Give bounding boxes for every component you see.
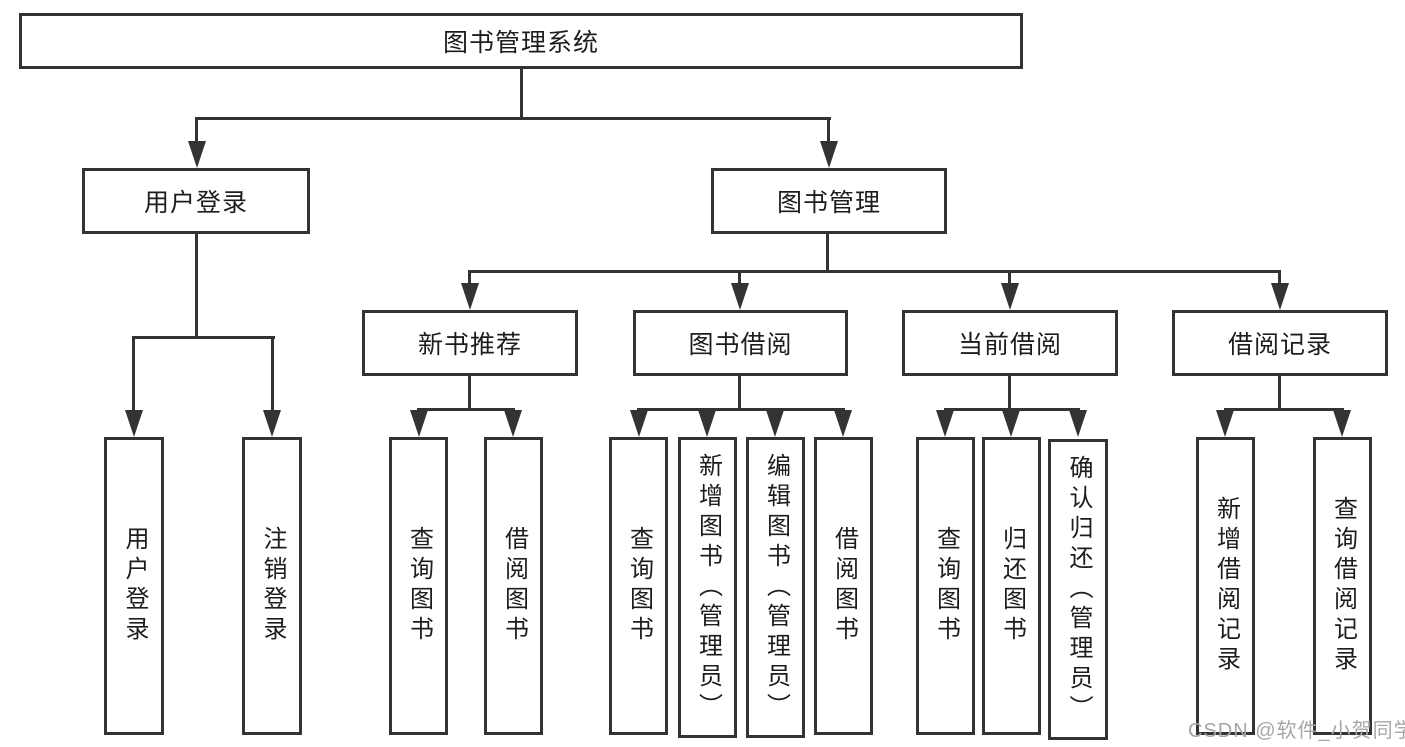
arrowhead-g5c1 bbox=[1216, 410, 1234, 437]
line-arrow-shaft-new-books bbox=[468, 270, 471, 286]
arrowhead-g3c2 bbox=[698, 410, 716, 437]
line-arrow-shaft-logout-leaf bbox=[271, 336, 274, 412]
arrowhead-g3c4 bbox=[834, 410, 852, 437]
arrowhead-new-books bbox=[461, 283, 479, 310]
leaf-current-return: 归还图书 bbox=[982, 437, 1041, 735]
arrowhead-g4c2 bbox=[1002, 410, 1020, 437]
line-arrow-shaft-borrow-records bbox=[1278, 270, 1281, 286]
node-current-borrow: 当前借阅 bbox=[902, 310, 1118, 376]
leaf-logout: 注销登录 bbox=[242, 437, 302, 735]
arrowhead-logout-leaf bbox=[263, 410, 281, 437]
line-arrow-shaft-book-borrow bbox=[738, 270, 741, 286]
line-book-mgmt-stub bbox=[826, 234, 829, 272]
node-new-books: 新书推荐 bbox=[362, 310, 578, 376]
arrowhead-g4c1 bbox=[936, 410, 954, 437]
line-book-borrow-stub bbox=[738, 376, 741, 410]
leaf-current-query: 查询图书 bbox=[916, 437, 975, 735]
arrowhead-g4c3 bbox=[1069, 410, 1087, 437]
arrowhead-g2c2 bbox=[504, 410, 522, 437]
line-new-books-stub bbox=[468, 376, 471, 410]
leaf-current-confirm-admin: 确认归还（管理员） bbox=[1048, 439, 1108, 740]
leaf-borrow-add-admin: 新增图书（管理员） bbox=[678, 437, 737, 738]
arrowhead-book-borrow bbox=[731, 283, 749, 310]
line-user-login-branch bbox=[133, 336, 275, 339]
node-root: 图书管理系统 bbox=[19, 13, 1023, 69]
line-book-borrow-branch bbox=[637, 408, 845, 411]
line-book-mgmt-branch bbox=[468, 270, 1281, 273]
node-book-mgmt: 图书管理 bbox=[711, 168, 947, 234]
line-borrow-records-stub bbox=[1278, 376, 1281, 410]
arrowhead-login-leaf bbox=[125, 410, 143, 437]
node-book-borrow: 图书借阅 bbox=[633, 310, 848, 376]
line-root-branch bbox=[195, 117, 831, 120]
line-arrow-shaft-login-leaf bbox=[132, 336, 135, 412]
leaf-new-books-query: 查询图书 bbox=[389, 437, 448, 735]
line-borrow-records-branch bbox=[1224, 408, 1344, 411]
leaf-borrow-edit-admin: 编辑图书（管理员） bbox=[746, 437, 805, 738]
leaf-records-add: 新增借阅记录 bbox=[1196, 437, 1255, 735]
line-user-login-stub bbox=[195, 234, 198, 337]
arrowhead-borrow-records bbox=[1271, 283, 1289, 310]
leaf-borrow-borrow: 借阅图书 bbox=[814, 437, 873, 735]
arrowhead-user-login bbox=[188, 141, 206, 168]
csdn-watermark: CSDN @软件_小贺同学 bbox=[1188, 720, 1405, 742]
line-arrow-shaft-user-login bbox=[195, 117, 198, 145]
line-root-stub bbox=[520, 68, 523, 118]
arrowhead-g2c1 bbox=[410, 410, 428, 437]
leaf-new-books-borrow: 借阅图书 bbox=[484, 437, 543, 735]
leaf-borrow-query: 查询图书 bbox=[609, 437, 668, 735]
arrowhead-g3c3 bbox=[766, 410, 784, 437]
arrowhead-current-borrow bbox=[1001, 283, 1019, 310]
node-user-login: 用户登录 bbox=[82, 168, 310, 234]
line-arrow-shaft-book-mgmt bbox=[827, 117, 830, 145]
line-current-borrow-stub bbox=[1008, 376, 1011, 410]
arrowhead-g3c1 bbox=[630, 410, 648, 437]
arrowhead-book-mgmt bbox=[820, 141, 838, 168]
line-new-books-branch bbox=[417, 408, 515, 411]
arrowhead-g5c2 bbox=[1333, 410, 1351, 437]
leaf-records-query: 查询借阅记录 bbox=[1313, 437, 1372, 735]
node-borrow-records: 借阅记录 bbox=[1172, 310, 1388, 376]
leaf-user-login: 用户登录 bbox=[104, 437, 164, 735]
line-arrow-shaft-current-borrow bbox=[1008, 270, 1011, 286]
